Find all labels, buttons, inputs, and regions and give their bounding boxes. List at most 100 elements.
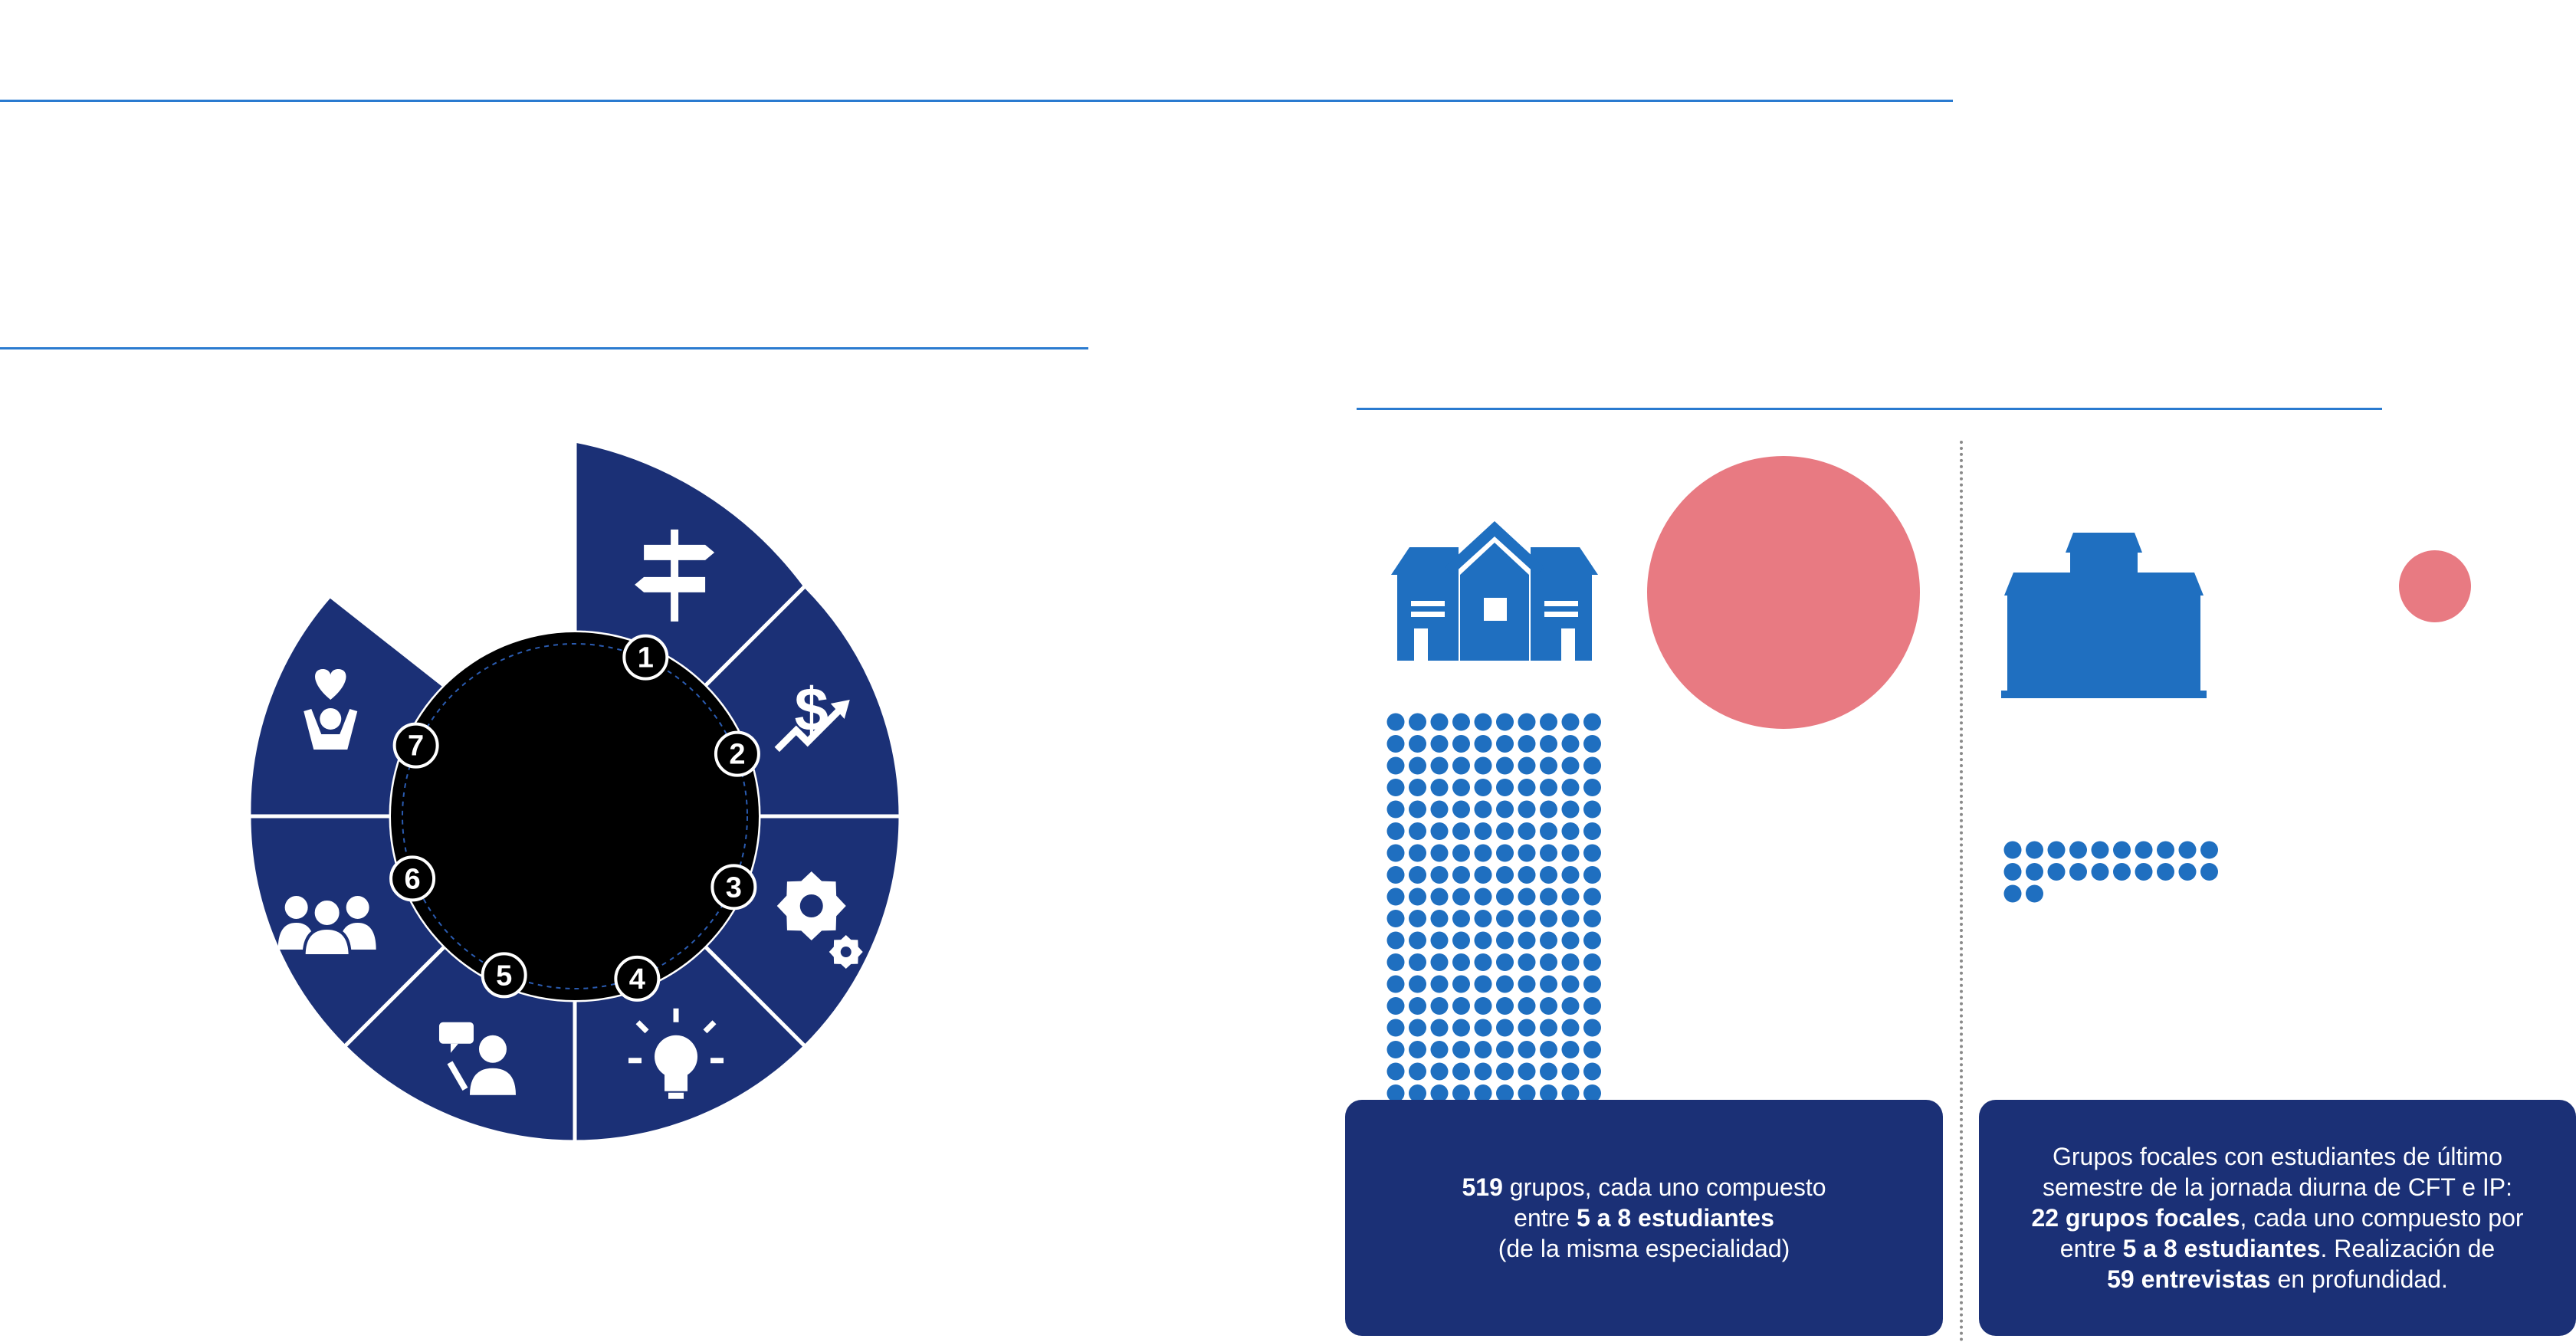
step-number: 4 — [629, 963, 645, 996]
dot — [1583, 1084, 1601, 1102]
dot — [1386, 953, 1405, 971]
dot — [1474, 1019, 1492, 1037]
right-box-line-1: Grupos focales con estudiantes de último — [2052, 1143, 2502, 1170]
dot — [1452, 1019, 1470, 1037]
dot — [1540, 997, 1557, 1015]
dot — [1583, 910, 1601, 927]
dot — [1430, 713, 1449, 731]
dot — [2026, 863, 2043, 881]
dot — [1583, 931, 1601, 950]
dot — [2026, 884, 2043, 903]
dot — [1561, 888, 1580, 906]
dot — [1496, 1062, 1514, 1081]
dot — [1496, 713, 1514, 731]
dot — [2135, 841, 2153, 859]
dot — [2026, 841, 2043, 859]
dot — [1386, 756, 1405, 775]
right-box-line-2: semestre de la jornada diurna de CFT e I… — [2042, 1173, 2513, 1201]
left-box-line-2: entre 5 a 8 estudiantes — [1514, 1204, 1774, 1232]
step-badge-5: 5 — [481, 952, 527, 999]
dot — [1518, 800, 1536, 819]
dot — [1518, 1041, 1536, 1058]
dot — [1540, 953, 1557, 971]
dot — [1518, 756, 1536, 775]
dot — [1430, 953, 1449, 971]
dot — [1452, 953, 1470, 971]
dot — [1386, 888, 1405, 906]
dot — [1386, 997, 1405, 1015]
wheel-dashed-ring — [402, 643, 748, 989]
dot — [1474, 713, 1492, 731]
dot — [2091, 863, 2109, 881]
dot — [1452, 822, 1470, 840]
dot — [1518, 866, 1536, 884]
dot — [1518, 1062, 1536, 1081]
dot — [1430, 1019, 1449, 1037]
dot — [2157, 841, 2174, 859]
dot — [1430, 1084, 1449, 1102]
dot — [1474, 1041, 1492, 1058]
dot — [1452, 910, 1470, 927]
dot — [1409, 953, 1426, 971]
right-section-divider — [1357, 408, 2382, 410]
dot — [1496, 779, 1514, 796]
dot — [1561, 822, 1580, 840]
dot — [1540, 1062, 1557, 1081]
dot — [1496, 888, 1514, 906]
dot — [1518, 997, 1536, 1015]
dot — [2047, 841, 2066, 859]
step-number: 1 — [638, 642, 654, 674]
dot — [1474, 756, 1492, 775]
step-number: 5 — [496, 960, 512, 992]
dot — [1540, 844, 1557, 862]
dot — [1561, 844, 1580, 862]
dot — [1409, 997, 1426, 1015]
dot — [1518, 735, 1536, 753]
dot — [1474, 953, 1492, 971]
dot — [1452, 975, 1470, 993]
dot — [1474, 910, 1492, 927]
dot — [1386, 1041, 1405, 1058]
dot — [1561, 953, 1580, 971]
dot — [1452, 1062, 1470, 1081]
dot — [2003, 863, 2022, 881]
dot — [2003, 841, 2022, 859]
dot — [2047, 863, 2066, 881]
dot — [1540, 822, 1557, 840]
dot — [1409, 844, 1426, 862]
lightbulb-icon — [628, 1008, 724, 1099]
dot — [1561, 975, 1580, 993]
step-number: 7 — [408, 730, 424, 763]
dot — [1540, 931, 1557, 950]
dot — [1583, 1041, 1601, 1058]
dot — [1561, 756, 1580, 775]
dot — [1561, 1041, 1580, 1058]
dot — [1583, 997, 1601, 1015]
dot — [1452, 756, 1470, 775]
dot — [1386, 1019, 1405, 1037]
dot — [1583, 822, 1601, 840]
dot — [1496, 997, 1514, 1015]
step-badge-3: 3 — [710, 864, 757, 911]
dot — [1409, 1062, 1426, 1081]
dot — [1540, 975, 1557, 993]
dot — [1518, 713, 1536, 731]
wheel-center — [391, 632, 759, 1000]
dot — [1430, 888, 1449, 906]
dot — [1430, 910, 1449, 927]
dot — [1386, 779, 1405, 796]
right-box-line-4: entre 5 a 8 estudiantes. Realización de — [2059, 1235, 2496, 1262]
dot — [1496, 931, 1514, 950]
dot — [1540, 756, 1557, 775]
step-badge-4: 4 — [614, 955, 661, 1002]
dot — [1540, 1084, 1557, 1102]
top-divider-line — [0, 100, 1953, 102]
dot — [1409, 866, 1426, 884]
dot — [1496, 800, 1514, 819]
dot — [1496, 975, 1514, 993]
dot — [1430, 1041, 1449, 1058]
dot — [1452, 1041, 1470, 1058]
dot — [1452, 735, 1470, 753]
dot — [1430, 800, 1449, 819]
